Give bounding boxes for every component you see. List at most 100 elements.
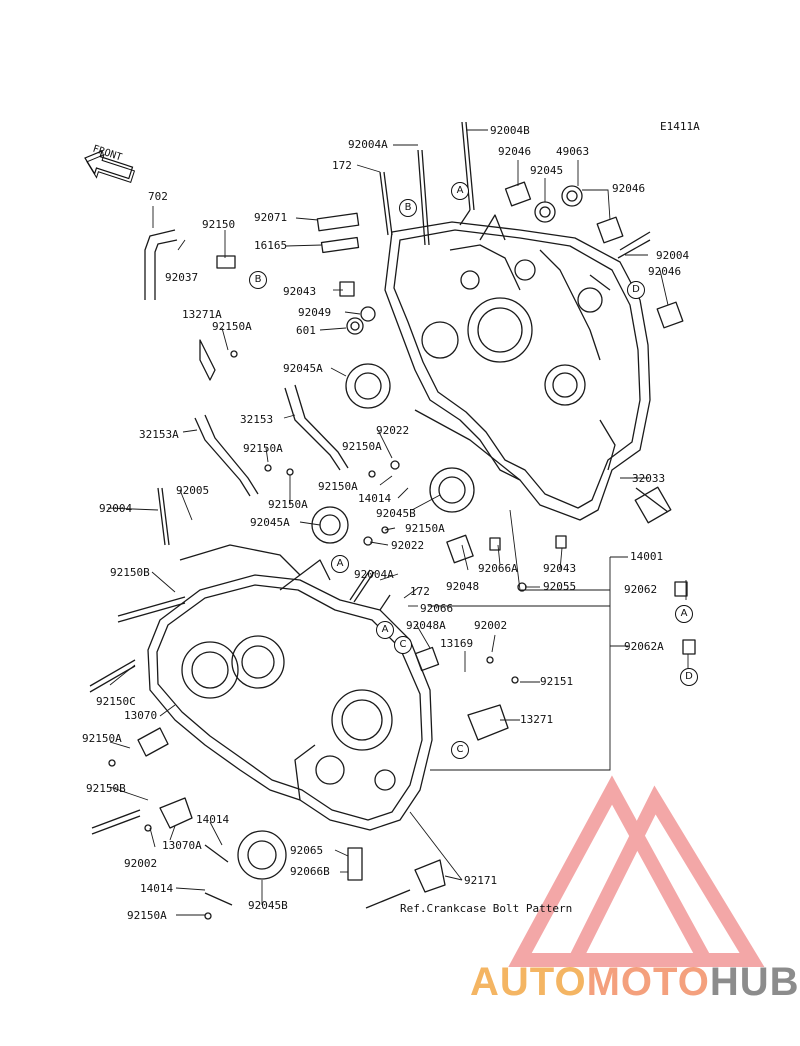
part-label: 13271A [182, 308, 222, 321]
part-label: 601 [296, 324, 316, 337]
part-label: 92045B [248, 899, 288, 912]
part-label: 92004A [354, 568, 394, 581]
part-label: 92150A [268, 498, 308, 511]
oil-pipe-32153A [194, 414, 259, 497]
part-label: 92002 [474, 619, 508, 632]
part-label: 92043 [283, 285, 317, 298]
part-label: 13070 [124, 709, 158, 722]
part-label: 32153A [139, 428, 179, 441]
part-label: 92150B [110, 566, 150, 579]
part-label: 92022 [376, 424, 410, 437]
part-label: 14014 [358, 492, 392, 505]
part-label: 92045A [283, 362, 323, 375]
part-label: 92004A [348, 138, 388, 151]
part-label: 92048 [446, 580, 480, 593]
part-label: 92045A [250, 516, 290, 529]
callout-circle: A [675, 605, 693, 623]
part-label: 92150A [405, 522, 445, 535]
part-label: 92004B [490, 124, 530, 137]
callout-circle: D [680, 668, 698, 686]
bearing-92045-top [534, 201, 556, 223]
part-label: 92062 [624, 583, 658, 596]
part-label: 172 [332, 159, 352, 172]
part-label: 49063 [556, 145, 590, 158]
part-label: 92150A [127, 909, 167, 922]
breather-hose-702 [144, 229, 178, 300]
part-label: 14014 [140, 882, 174, 895]
bushing-92046-a [504, 181, 532, 207]
bushing-92048 [446, 534, 474, 564]
bearing-92049 [360, 306, 376, 322]
watermark-text: AUTOMOTOHUB [470, 960, 800, 1005]
part-label: 702 [148, 190, 168, 203]
part-label: 92045B [376, 507, 416, 520]
part-label: 92045 [530, 164, 564, 177]
part-label: 92071 [254, 211, 288, 224]
bearing-49063 [561, 185, 583, 207]
front-arrow-icon [84, 149, 136, 183]
bushing-92048A [414, 646, 440, 672]
part-label: 92171 [464, 874, 498, 887]
part-label: 92004 [99, 502, 133, 515]
callout-circle: A [331, 555, 349, 573]
part-label: 13169 [440, 637, 474, 650]
watermark-hub: HUB [709, 960, 800, 1004]
part-label: 92046 [498, 145, 532, 158]
bearing-92045B-upper [429, 467, 475, 513]
part-label: 14001 [630, 550, 664, 563]
gasket-92071 [316, 212, 360, 232]
part-label: 92049 [298, 306, 332, 319]
part-label: 92150C [96, 695, 136, 708]
callout-circle: C [451, 741, 469, 759]
callout-circle: A [451, 182, 469, 200]
part-label: 92150B [86, 782, 126, 795]
part-label: 13070A [162, 839, 202, 852]
ref-crankcase-bolt-pattern-note: Ref.Crankcase Bolt Pattern [400, 902, 573, 915]
bearing-601 [346, 317, 364, 335]
bushing-92046-c [656, 301, 684, 329]
watermark-auto: AUTO [470, 960, 587, 1004]
part-label: 92004 [656, 249, 690, 262]
part-label: 92066B [290, 865, 330, 878]
callout-circle: C [394, 636, 412, 654]
part-label: 32033 [632, 472, 666, 485]
upper-crankcase [384, 221, 651, 521]
part-label: 92065 [290, 844, 324, 857]
part-label: 92005 [176, 484, 210, 497]
part-label: 32153 [240, 413, 274, 426]
part-label: 92150A [212, 320, 252, 333]
callout-circle: B [399, 199, 417, 217]
part-label: 13271 [520, 713, 554, 726]
figure-code: E1411A [660, 120, 700, 133]
callout-circle: A [376, 621, 394, 639]
part-label: 92150A [318, 480, 358, 493]
part-label: 92002 [124, 857, 158, 870]
part-label: 92150 [202, 218, 236, 231]
part-label: 14014 [196, 813, 230, 826]
part-label: 172 [410, 585, 430, 598]
part-label: 92066 [420, 602, 454, 615]
part-label: 92022 [391, 539, 425, 552]
part-label: 92037 [165, 271, 199, 284]
part-label: 92066A [478, 562, 518, 575]
lower-crankcase [147, 574, 433, 831]
part-label: 92055 [543, 580, 577, 593]
part-label: 92150A [342, 440, 382, 453]
part-label: 92046 [612, 182, 646, 195]
watermark-moto: MOTO [586, 960, 710, 1004]
bearing-92045A-upper [345, 363, 391, 409]
bearing-92045B-lower [237, 830, 287, 880]
bushing-92046-b [596, 216, 624, 244]
watermark-logo-graphic [508, 775, 765, 967]
part-label: 92150A [82, 732, 122, 745]
oil-pipe-32153 [284, 384, 349, 471]
gasket-16165 [320, 236, 360, 254]
part-label: 16165 [254, 239, 288, 252]
callout-circle: D [627, 281, 645, 299]
part-label: 92150A [243, 442, 283, 455]
part-label: 92062A [624, 640, 664, 653]
part-label: 92043 [543, 562, 577, 575]
part-label: 92046 [648, 265, 682, 278]
